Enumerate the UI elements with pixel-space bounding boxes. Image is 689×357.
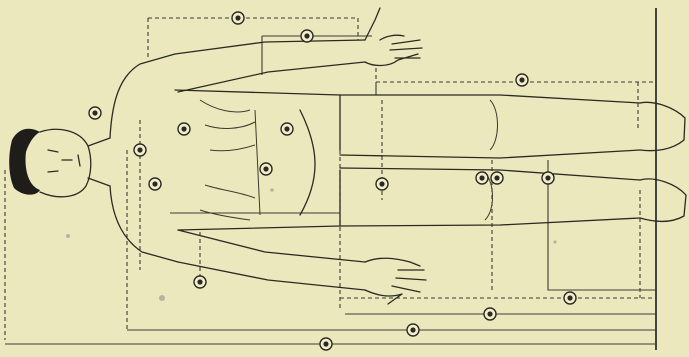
electrode-e16 (484, 308, 496, 320)
paper-spot (270, 188, 274, 192)
face-eye-right (48, 171, 58, 172)
electrode-e3 (516, 74, 528, 86)
electrode-e11 (476, 172, 488, 184)
face-eye-left (48, 150, 58, 152)
foot-bottom (640, 179, 686, 222)
hand-bottom (365, 258, 426, 304)
arm-bottom-lower (178, 262, 365, 290)
arm-bottom-upper (178, 230, 365, 262)
shoulder-top (110, 54, 175, 138)
torso-bottom-side (178, 226, 340, 230)
electrode-e14 (194, 276, 206, 288)
electrode-e9 (149, 178, 161, 190)
ribcage-lines (200, 100, 260, 220)
electrode-e5 (134, 144, 146, 156)
electrode-e12 (491, 172, 503, 184)
electrode-e4 (89, 107, 101, 119)
face-mouth (78, 155, 80, 166)
arm-top-lower (178, 62, 365, 92)
arm-top-upper (175, 40, 365, 54)
foot-top (640, 102, 685, 150)
electrode-e17 (407, 324, 419, 336)
torso-top-side (175, 90, 340, 95)
electrode-e13 (542, 172, 554, 184)
paper-spot (159, 295, 165, 301)
paper-spot (66, 234, 70, 238)
electrode-e7 (281, 123, 293, 135)
electrode-e1 (232, 12, 244, 24)
electrode-e6 (178, 123, 190, 135)
electrode-e10 (376, 178, 388, 190)
hand-top (365, 8, 422, 66)
electrode-e2 (301, 30, 313, 42)
knee-top (490, 100, 498, 150)
leg-top-upper (340, 95, 640, 103)
electrode-e18 (320, 338, 332, 350)
head-outline (40, 129, 91, 196)
leg-bottom-lower (340, 218, 640, 226)
electrode-e8 (260, 163, 272, 175)
paper-spot (553, 240, 556, 243)
leg-top-lower (340, 150, 640, 158)
pelvis (300, 95, 340, 226)
shoulder-bottom (110, 186, 178, 262)
hair (9, 129, 40, 195)
electrode-e15 (564, 292, 576, 304)
